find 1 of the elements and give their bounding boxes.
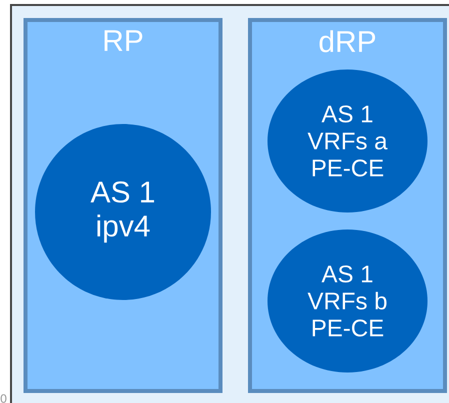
axis-number: 0 — [0, 394, 6, 403]
